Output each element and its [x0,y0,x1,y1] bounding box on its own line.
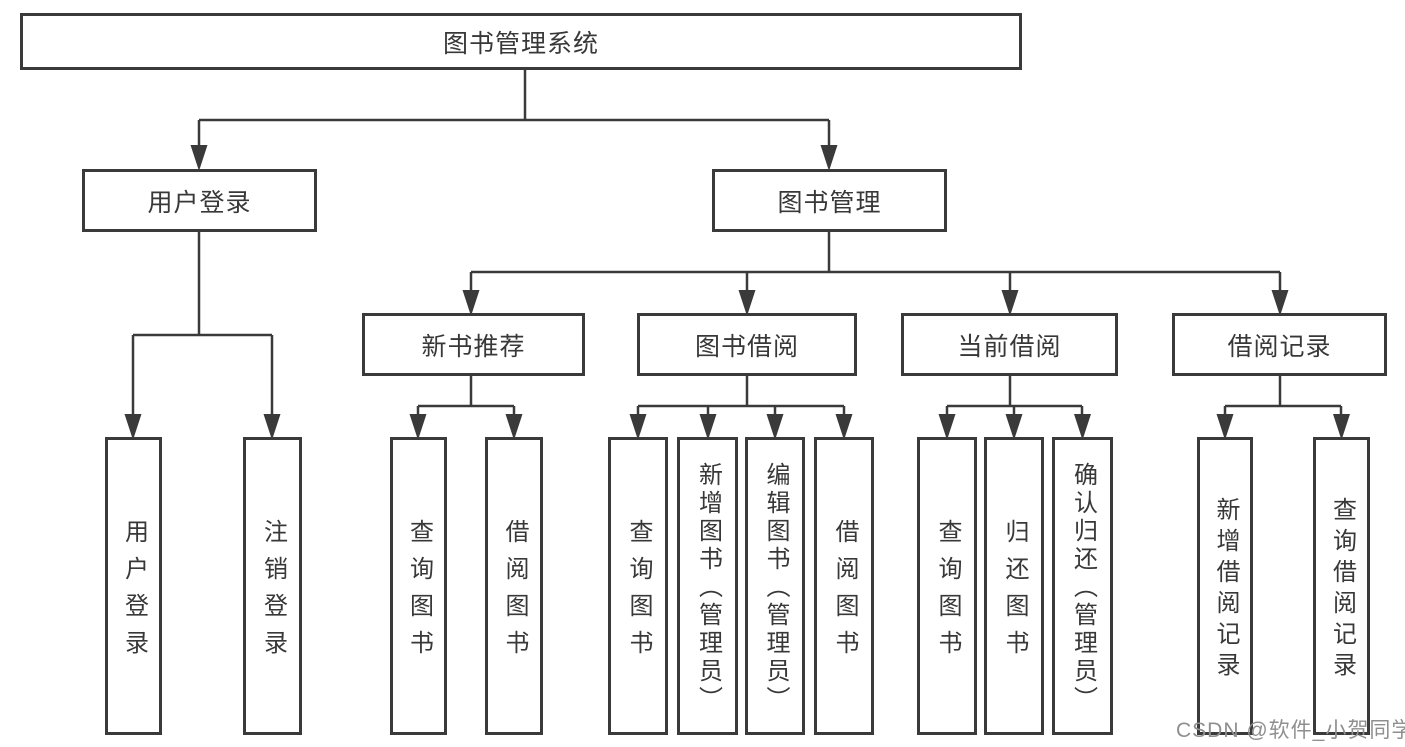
connector-current-borrow-branch [945,376,1084,415]
arrowhead [462,290,480,316]
connector-user-login-branch [131,232,274,415]
node-label: 图书借阅 [694,332,799,361]
arrowhead [190,145,208,171]
node-label: 注销登录 [259,518,287,667]
node-label: 查询借阅记录 [1328,496,1356,683]
arrowhead [1074,414,1091,440]
node-root-system: 图书管理系统 [20,13,1022,70]
node-label: 当前借阅 [957,332,1062,361]
arrowhead [505,414,523,440]
node-book-borrowing: 图书借阅 [637,313,857,376]
node-label: 新增借阅记录 [1212,496,1239,683]
arrowhead [1216,414,1234,440]
arrowhead [1271,290,1289,316]
arrowhead [938,414,956,440]
leaf-borrow-books: 借阅图书 [814,437,874,735]
leaf-return-books: 归还图书 [984,437,1044,735]
node-label: 图书管理 [777,188,882,217]
arrowheads [124,145,1350,440]
leaf-query-borrow-record: 查询借阅记录 [1313,437,1370,735]
arrowhead [629,414,647,440]
node-label: 编辑图书（管理员） [762,462,789,714]
node-label: 归还图书 [1001,518,1028,667]
node-label: 图书管理系统 [442,29,599,58]
arrowhead [820,145,838,171]
arrowhead [699,414,717,440]
node-label: 查询图书 [405,518,433,667]
arrowhead [835,414,853,440]
node-borrowing-records: 借阅记录 [1172,313,1387,376]
leaf-confirm-return-admin: 确认归还（管理员） [1052,437,1113,735]
node-label: 用户登录 [120,518,148,667]
csdn-watermark: CSDN @软件_小贺同学 [1176,719,1405,742]
leaf-user-login: 用户登录 [105,437,162,735]
leaf-add-borrow-record: 新增借阅记录 [1197,437,1253,735]
arrowhead [766,414,784,440]
node-label: 借阅图书 [831,518,858,667]
node-current-borrowing: 当前借阅 [901,313,1118,376]
leaf-logout: 注销登录 [243,437,302,735]
leaf-query-books-borrowing: 查询图书 [608,437,668,735]
arrowhead [1333,414,1350,440]
connector-new-books-branch [416,376,516,415]
node-label: 新书推荐 [421,332,526,361]
node-label: 用户登录 [147,188,252,217]
leaf-edit-books-admin: 编辑图书（管理员） [745,437,805,735]
node-new-book-recommend: 新书推荐 [362,313,585,376]
leaf-add-books-admin: 新增图书（管理员） [677,437,738,735]
connector-book-borrow-branch [636,376,846,415]
node-label: 查询图书 [625,518,652,667]
node-user-login: 用户登录 [82,169,317,232]
leaf-query-books-current: 查询图书 [917,437,977,735]
arrowhead [1001,290,1019,316]
leaf-borrow-books-recommend: 借阅图书 [485,437,543,735]
node-label: 新增图书（管理员） [694,462,722,714]
arrowhead [1005,414,1023,440]
node-label: 查询图书 [934,518,961,667]
arrowhead [409,414,427,440]
node-label: 借阅记录 [1227,332,1332,361]
arrowhead [263,414,281,440]
leaf-query-books-recommend: 查询图书 [390,437,447,735]
node-label: 确认归还（管理员） [1069,462,1097,714]
node-book-management: 图书管理 [712,169,947,232]
connector-book-mgmt-branch [469,232,1282,291]
node-label: 借阅图书 [501,518,528,667]
connector-borrow-records-branch [1223,376,1343,415]
arrowhead [738,290,756,316]
connector-root-to-level2 [197,70,831,146]
arrowhead [124,414,142,440]
